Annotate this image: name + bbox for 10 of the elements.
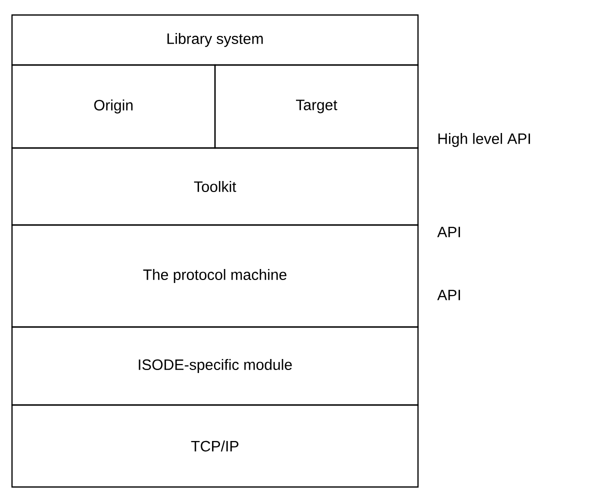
layer-box: Library system <box>11 14 419 66</box>
layer-box: Target <box>214 64 419 149</box>
api-label: API <box>437 290 460 300</box>
layer-box: Origin <box>11 64 216 149</box>
layer-box: The protocol machine <box>11 224 419 328</box>
api-label: High level API <box>438 133 530 147</box>
layer-box: TCP/IP <box>11 404 419 488</box>
api-label: API <box>437 226 460 238</box>
layer-box: ISODE-specific module <box>11 326 419 406</box>
layer-box: Toolkit <box>11 147 419 226</box>
